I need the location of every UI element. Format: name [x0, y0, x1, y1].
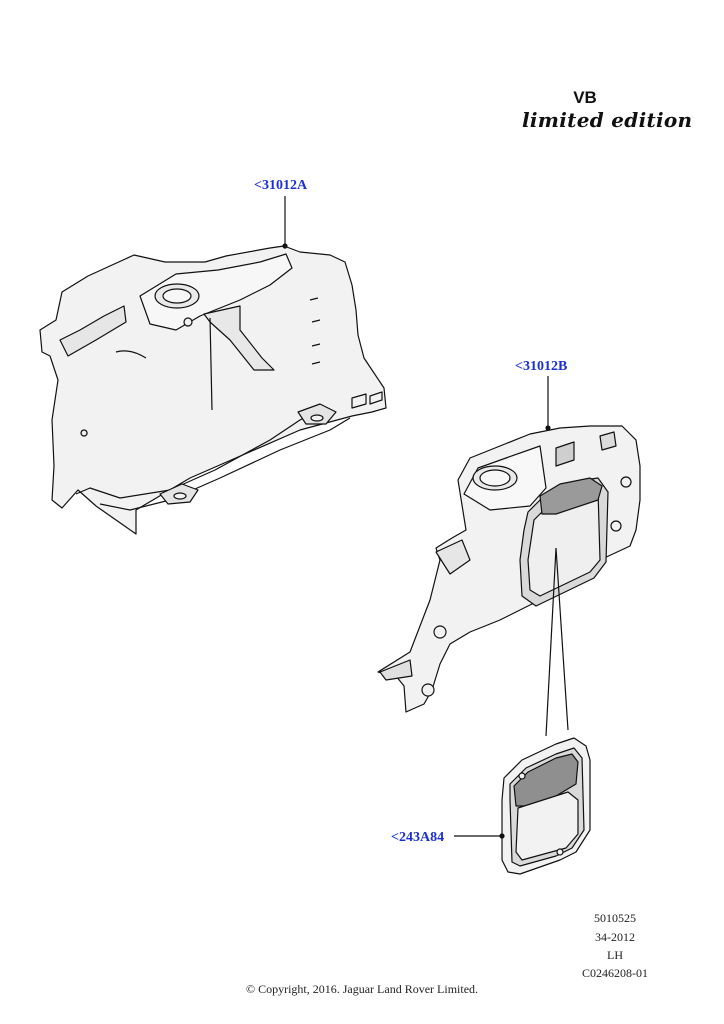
access-cover-c[interactable]	[501, 737, 591, 875]
edition-label: limited edition	[522, 108, 693, 132]
diagram-reference: C0246208-01	[582, 966, 648, 980]
quarter-trim-panel-a[interactable]	[39, 245, 387, 535]
callout-part-c[interactable]: <243A84	[391, 830, 445, 845]
diagram-date-code: 34-2012	[595, 930, 635, 944]
copyright: © Copyright, 2016. Jaguar Land Rover Lim…	[245, 982, 479, 996]
callout-part-b[interactable]: <31012B	[515, 359, 568, 374]
quarter-trim-panel-b[interactable]	[377, 425, 641, 713]
diagram-number: 5010525	[594, 911, 636, 925]
model-code: VB	[573, 88, 597, 107]
callout-part-a[interactable]: <31012A	[254, 178, 308, 193]
leader-lines	[209, 196, 569, 839]
diagram-side: LH	[607, 948, 623, 962]
